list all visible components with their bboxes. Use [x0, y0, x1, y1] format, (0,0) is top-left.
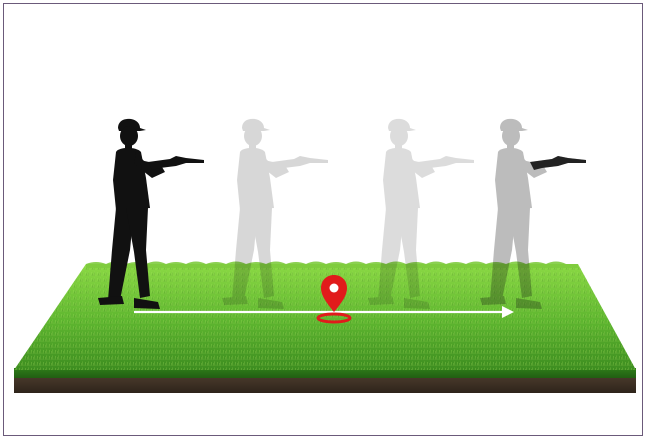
ghost-rifle-icon	[530, 156, 586, 170]
soil-layer	[14, 376, 636, 393]
